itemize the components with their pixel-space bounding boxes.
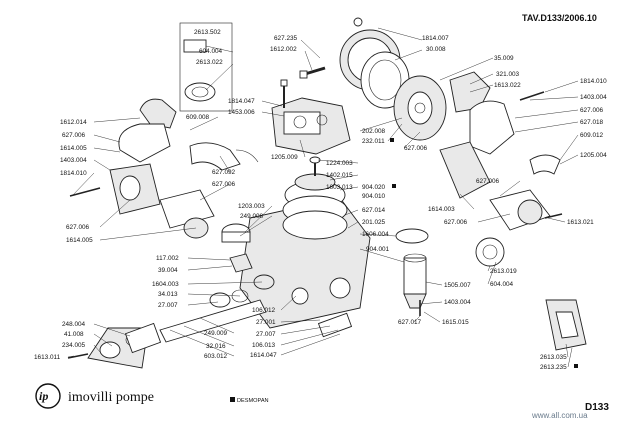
hose-part (189, 142, 241, 171)
part-label: 201.025 (362, 219, 386, 226)
part-label: 603.012 (204, 353, 228, 360)
part-label: 202.008 (362, 128, 386, 135)
part-label: 627.006 (66, 224, 90, 231)
part-label: 1814.047 (228, 98, 255, 105)
part-label: 39.004 (158, 267, 178, 274)
part-label: 2613.035 (540, 354, 567, 361)
part-label: 1614.047 (250, 352, 277, 359)
part-label: 34.013 (158, 291, 178, 298)
part-label: 609.012 (580, 132, 604, 139)
drawing-code: TAV.D133/2006.10 (522, 13, 597, 23)
part-label: 1203.003 (238, 203, 265, 210)
part-label: 106.012 (252, 307, 276, 314)
part-label: 627.006 (62, 132, 86, 139)
part-label: 627.018 (580, 119, 604, 126)
part-label: 627.006 (580, 107, 604, 114)
part-label: 27.007 (256, 331, 276, 338)
part-label: 1205.004 (580, 152, 607, 159)
part-label: 1613.021 (567, 219, 594, 226)
part-label: 904.020 (362, 184, 386, 191)
watermark: www.all.com.ua (531, 411, 588, 420)
part-label: 1814.007 (422, 35, 449, 42)
reference-box (179, 22, 233, 112)
shaft-part (159, 299, 267, 343)
part-label: 1612.014 (60, 119, 87, 126)
part-label: 117.002 (156, 255, 179, 262)
part-label: 1403.004 (444, 299, 471, 306)
valve-knob-part (395, 228, 429, 244)
right-manifold-part (439, 141, 491, 199)
part-label: 627.006 (476, 178, 500, 185)
part-label: 1505.007 (444, 282, 471, 289)
desmopan-marker (574, 364, 578, 368)
part-label: 248.004 (62, 321, 86, 328)
part-label: 1402.015 (326, 172, 353, 179)
part-label: 1614.005 (60, 145, 87, 152)
part-label: 1403.004 (580, 94, 607, 101)
part-drawings (67, 17, 587, 369)
part-label: 1606.004 (362, 231, 389, 238)
part-label: 604.004 (490, 281, 514, 288)
part-label: 627.235 (274, 35, 298, 42)
part-label: 106.013 (252, 342, 276, 349)
part-label: 27.007 (158, 302, 178, 309)
part-label: 2613.235 (540, 364, 567, 371)
part-label: 1814.010 (60, 170, 87, 177)
part-label: 1814.010 (580, 78, 607, 85)
part-label: 2613.502 (194, 29, 221, 36)
part-label: 35.009 (494, 55, 514, 62)
part-label: 1224.003 (326, 160, 353, 167)
part-label: 1453.006 (228, 109, 255, 116)
part-label: 30.008 (426, 46, 446, 53)
part-label: 1615.015 (442, 319, 469, 326)
left-elbow-part (139, 98, 177, 129)
part-label: 232.011 (362, 138, 385, 145)
legend-marker-icon (230, 397, 235, 402)
part-label: 627.006 (444, 219, 468, 226)
leader-lines (67, 27, 579, 368)
brand-name: imovilli pompe (68, 390, 154, 405)
part-label: 249.009 (204, 330, 228, 337)
part-label: 904.010 (362, 193, 386, 200)
part-label: 1403.004 (60, 157, 87, 164)
part-label: 234.005 (62, 342, 86, 349)
part-label: 1613.022 (494, 82, 521, 89)
part-label: 1603.013 (326, 184, 353, 191)
logo-letters: ip (39, 389, 48, 403)
part-label: 321.003 (496, 71, 520, 78)
part-label: 249.008 (240, 213, 264, 220)
legend-label: DESMOPAN (237, 398, 269, 404)
part-label: 1205.009 (271, 154, 298, 161)
logo-circle-icon (35, 383, 61, 409)
part-label: 609.008 (186, 114, 210, 121)
desmopan-marker (392, 184, 396, 188)
part-label: 627.006 (404, 145, 428, 152)
part-label: 2613.022 (196, 59, 223, 66)
part-label: 41.008 (64, 331, 84, 338)
part-label: 1604.003 (152, 281, 179, 288)
part-label: 1613.011 (34, 354, 61, 361)
part-label: 2613.019 (490, 268, 517, 275)
valve-body-part (403, 257, 427, 295)
page-code: D133 (585, 402, 609, 413)
desmopan-marker (390, 138, 394, 142)
part-labels: 2613.502 604.004 2613.022 627.235 1612.0… (34, 29, 607, 371)
part-label: 27.001 (256, 319, 276, 326)
part-label: 627.014 (362, 207, 386, 214)
part-label: 627.017 (398, 319, 422, 326)
part-label: 627.092 (212, 169, 236, 176)
part-label: 904.001 (366, 246, 390, 253)
seal-ring-part (184, 82, 216, 102)
brand-logo: ip (35, 383, 61, 409)
part-label: 32.016 (206, 343, 226, 350)
part-label: 1614.003 (428, 206, 455, 213)
part-label: 1614.005 (66, 237, 93, 244)
part-label: 1612.002 (270, 46, 297, 53)
part-label: 604.004 (199, 48, 223, 55)
part-label: 627.006 (212, 181, 236, 188)
